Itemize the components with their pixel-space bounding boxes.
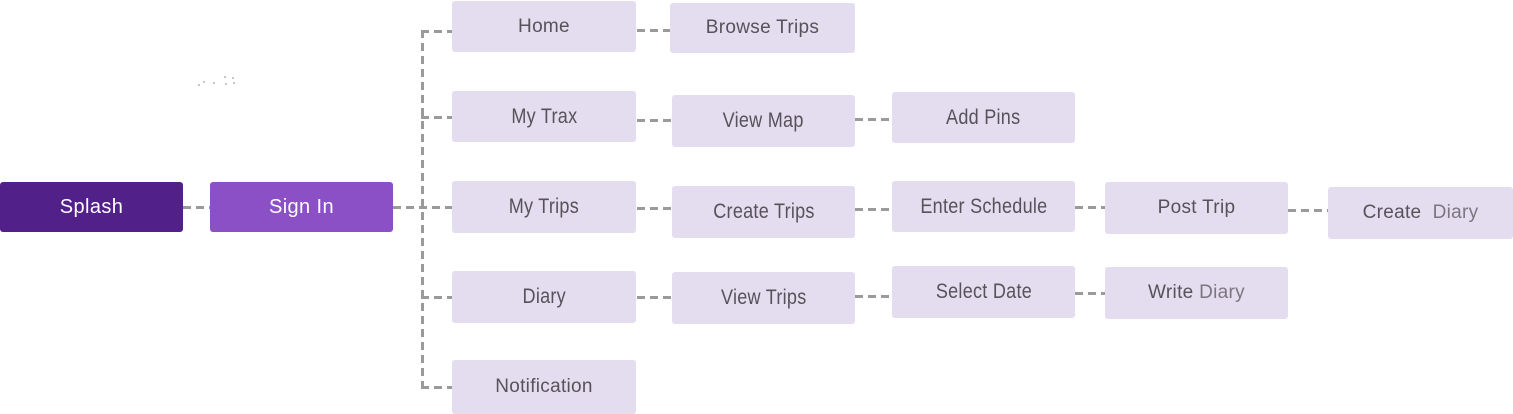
node-label-part: Browse Trips — [705, 17, 820, 38]
node-my-trips: My Trips — [452, 181, 636, 233]
node-label: View Map — [723, 109, 804, 133]
node-label-part: Sign In — [268, 195, 335, 218]
node-label: View Trips — [721, 286, 807, 310]
connector-trunk-to-my-trax — [421, 116, 452, 119]
node-label: Browse Trips — [706, 17, 819, 39]
node-label: Create Trips — [713, 200, 814, 224]
connector-trunk-to-home — [421, 30, 452, 33]
node-label-part: Diary — [1427, 202, 1479, 223]
node-post-trip: Post Trip — [1105, 182, 1288, 234]
stray-dot — [233, 82, 235, 84]
node-label-part: Splash — [59, 195, 124, 218]
node-label: Select Date — [935, 280, 1031, 304]
node-label-part: Select Date — [935, 280, 1032, 303]
node-label-part: View Map — [722, 109, 805, 132]
stray-dot — [232, 77, 234, 79]
node-label-part: My Trips — [508, 195, 580, 218]
node-select-date: Select Date — [892, 266, 1075, 318]
node-label-part: Create Trips — [712, 200, 815, 223]
connector-diary-to-view-trips — [637, 296, 672, 299]
connector-home-to-browse-trips — [637, 29, 670, 32]
node-label-part: Home — [518, 15, 570, 37]
node-label: Sign In — [269, 196, 334, 219]
stray-dot — [203, 81, 205, 83]
stray-dot — [213, 82, 215, 84]
node-splash: Splash — [0, 182, 183, 232]
connector-my-trax-to-view-map — [637, 119, 672, 122]
connector-sign-in-to-my-trips — [393, 206, 452, 209]
node-diary: Diary — [452, 271, 636, 323]
node-label: My Trax — [511, 105, 577, 129]
node-notification: Notification — [452, 360, 636, 414]
connector-create-trips-to-enter-schedule — [855, 208, 892, 211]
connector-enter-schedule-to-post-trip — [1075, 206, 1105, 209]
node-label: Post Trip — [1158, 197, 1236, 219]
node-view-trips: View Trips — [672, 272, 855, 324]
stray-dot — [198, 84, 200, 86]
node-label: Home — [518, 16, 570, 38]
connector-trunk-to-notification — [421, 386, 452, 389]
node-label-part: My Trax — [510, 104, 578, 128]
node-label-part: View Trips — [720, 286, 807, 309]
node-label: Enter Schedule — [920, 195, 1047, 219]
connector-view-trips-to-select-date — [855, 295, 892, 298]
node-label-part: Enter Schedule — [919, 194, 1048, 218]
connector-trunk-to-diary — [421, 296, 452, 299]
connector-view-map-to-add-pins — [855, 118, 892, 121]
node-label: Create Diary — [1363, 202, 1479, 224]
node-label: Add Pins — [946, 106, 1020, 130]
node-label-part: Create — [1362, 202, 1427, 223]
node-create-diary: Create Diary — [1328, 187, 1513, 239]
node-label: Notification — [495, 376, 593, 398]
node-label: My Trips — [509, 195, 579, 219]
connector-post-trip-to-create-diary — [1288, 209, 1328, 212]
connector-splash-to-sign-in — [183, 206, 210, 209]
node-label-part: Diary — [522, 285, 566, 308]
connector-select-date-to-write-diary — [1075, 292, 1105, 295]
node-label-part: Post Trip — [1157, 197, 1236, 218]
node-my-trax: My Trax — [452, 91, 636, 142]
stray-dot — [224, 76, 226, 78]
node-label: Diary — [522, 285, 565, 309]
node-view-map: View Map — [672, 95, 855, 147]
node-label: Write Diary — [1148, 282, 1245, 304]
node-label-part: Notification — [495, 376, 593, 397]
node-sign-in: Sign In — [210, 182, 393, 232]
node-label: Splash — [60, 196, 124, 219]
node-label-part: Add Pins — [946, 105, 1021, 129]
connector-trunk — [421, 30, 424, 387]
node-label-part: Write — [1148, 282, 1200, 303]
connector-my-trips-to-create-trips — [637, 207, 672, 210]
node-label-part: Diary — [1199, 282, 1245, 303]
node-browse-trips: Browse Trips — [670, 3, 855, 53]
node-add-pins: Add Pins — [892, 92, 1075, 143]
node-home: Home — [452, 1, 636, 52]
node-write-diary: Write Diary — [1105, 267, 1288, 319]
stray-dot — [225, 83, 227, 85]
node-enter-schedule: Enter Schedule — [892, 181, 1075, 232]
node-create-trips: Create Trips — [672, 186, 855, 238]
